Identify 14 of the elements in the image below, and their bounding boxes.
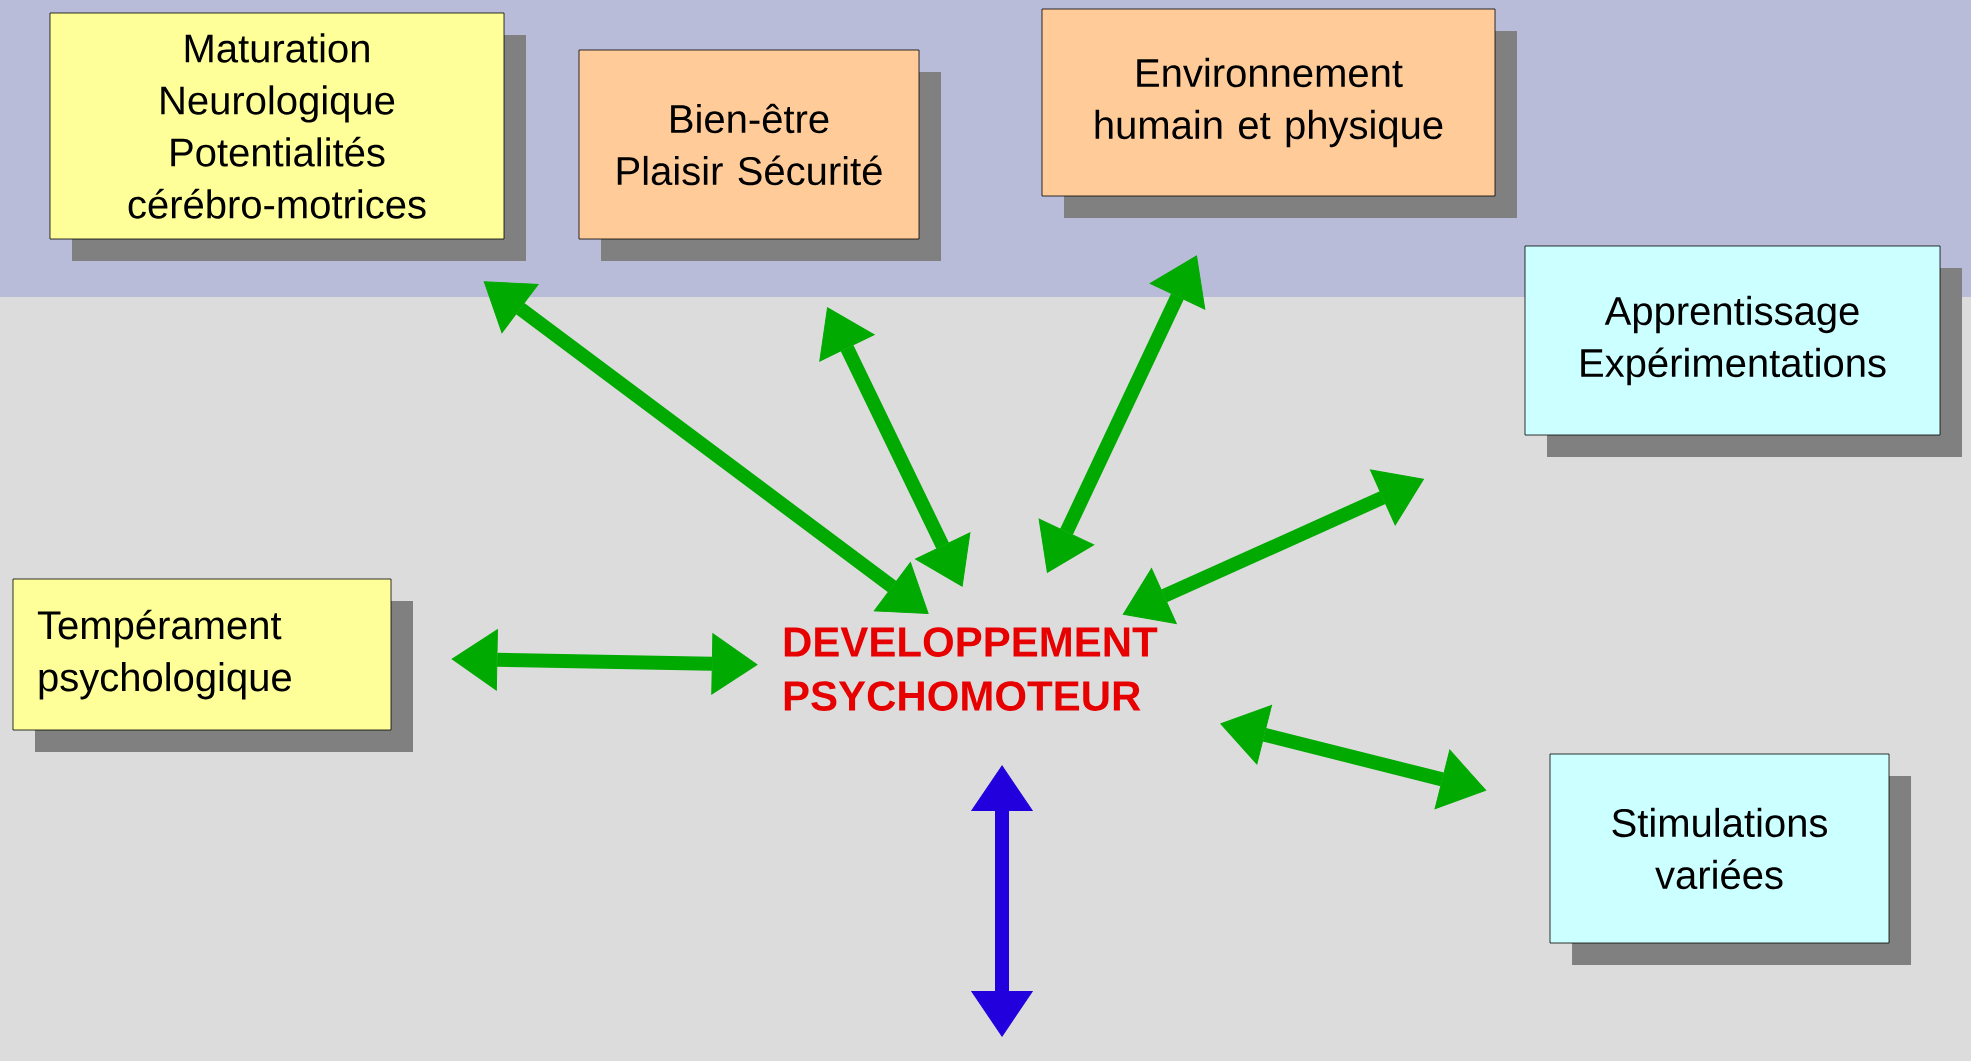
text-box: Apprentissage Expérimentations xyxy=(1524,245,1962,457)
double-arrow xyxy=(483,281,929,614)
text-box: Environnement humain et physique xyxy=(1041,8,1517,218)
double-arrow xyxy=(819,307,971,587)
double-arrow xyxy=(971,765,1033,1037)
double-arrow xyxy=(1038,255,1206,573)
text-box: Maturation Neurologique Potentialités cérébro-motrices xyxy=(49,12,526,261)
double-arrow xyxy=(1122,469,1424,625)
text-box: Tempérament psychologique xyxy=(12,578,413,752)
text-box: Bien-être Plaisir Sécurité xyxy=(578,49,941,261)
double-arrow xyxy=(451,629,758,695)
title-text: DEVELOPPEMENT PSYCHOMOTEUR xyxy=(784,627,1158,711)
double-arrow xyxy=(1220,704,1487,810)
text-box: Stimulations variées xyxy=(1549,753,1911,965)
